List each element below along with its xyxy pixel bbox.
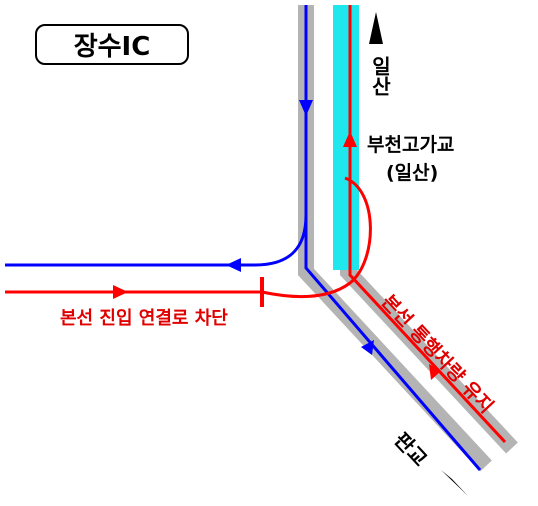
blue-arrow-west bbox=[226, 258, 241, 272]
north-arrow-icon bbox=[369, 12, 383, 44]
red-arrow-up bbox=[343, 131, 357, 147]
red-arrow-northwest bbox=[429, 364, 441, 380]
bridge-name-label: 부천고가교 bbox=[367, 134, 455, 156]
blue-arrow-southeast bbox=[361, 340, 374, 355]
ramp-block-label: 본선 진입 연결로 차단 bbox=[60, 308, 228, 329]
south-arrow-icon bbox=[441, 470, 468, 496]
blue-mainline-route bbox=[304, 5, 482, 471]
red-arrow-east bbox=[113, 285, 128, 299]
blue-exit-ramp bbox=[5, 214, 308, 267]
bridge-direction-label: (일산) bbox=[386, 162, 439, 184]
red-loop-ramp bbox=[261, 176, 372, 299]
blue-arrow-down bbox=[299, 100, 313, 116]
red-mainline-route bbox=[348, 5, 507, 444]
bridge-highlight bbox=[333, 5, 359, 270]
interchange-title: 장수IC bbox=[35, 24, 189, 65]
north-destination-label: 일산 bbox=[368, 56, 392, 96]
